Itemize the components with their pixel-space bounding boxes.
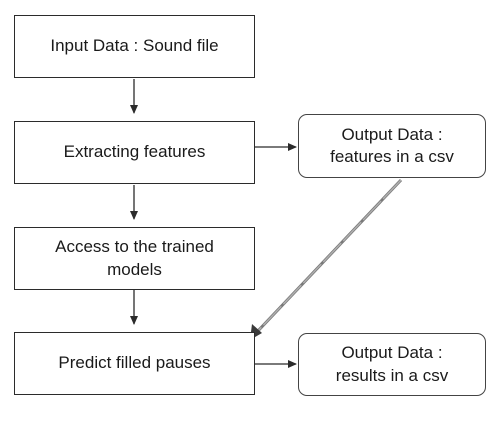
node-predict-filled-pauses: Predict filled pauses: [14, 332, 255, 395]
node-access-trained-models-line1: Access to the trained: [55, 237, 214, 257]
arrow-output-features-to-predict: [250, 178, 403, 340]
node-access-trained-models-line2: models: [107, 259, 162, 279]
node-extracting-features: Extracting features: [14, 121, 255, 184]
node-input-data-label: Input Data : Sound file: [50, 36, 219, 56]
node-output-features: Output Data : features in a csv: [298, 114, 486, 178]
node-output-results: Output Data : results in a csv: [298, 333, 486, 396]
node-extracting-features-label: Extracting features: [63, 142, 206, 162]
node-input-data: Input Data : Sound file: [14, 15, 255, 78]
node-predict-filled-pauses-label: Predict filled pauses: [58, 353, 211, 373]
node-output-features-line2: features in a csv: [330, 147, 454, 166]
node-output-results-line2: results in a csv: [335, 365, 449, 385]
node-output-features-line1: Output Data :: [341, 124, 443, 144]
node-access-trained-models: Access to the trained models: [14, 227, 255, 290]
node-output-results-line1: Output Data :: [341, 343, 443, 363]
